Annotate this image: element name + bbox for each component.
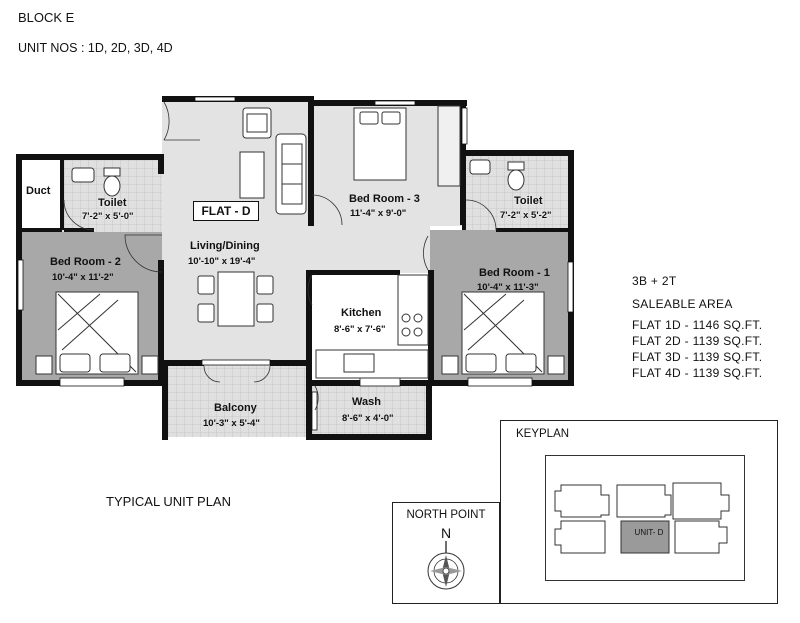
bedroom1-dim: 10'-4" x 11'-3" xyxy=(477,282,539,293)
bedroom3-furniture xyxy=(353,105,461,187)
configuration-text: 3B + 2T xyxy=(632,274,677,288)
kitchen-counters xyxy=(315,274,429,379)
area-flat-1d: FLAT 1D - 1146 SQ.FT. xyxy=(632,318,763,332)
keyplan-block-1 xyxy=(554,484,610,518)
keyplan-block-4 xyxy=(554,520,606,554)
bedroom1-label: Bed Room - 1 xyxy=(479,267,550,279)
duct-label: Duct xyxy=(26,185,51,197)
bedroom2-furniture xyxy=(35,291,159,375)
living-furniture xyxy=(197,107,307,327)
keyplan-block-6 xyxy=(674,520,728,554)
balcony-label: Balcony xyxy=(214,402,257,414)
duct-floor xyxy=(20,160,62,230)
balcony-dim: 10'-3" x 5'-4" xyxy=(203,418,260,429)
toilet-right-label: Toilet xyxy=(514,195,543,207)
toilet-left-dim: 7'-2" x 5'-0" xyxy=(82,211,134,222)
kitchen-label: Kitchen xyxy=(341,307,382,319)
keyplan-block-2 xyxy=(616,484,672,518)
kitchen-dim: 8'-6" x 7'-6" xyxy=(334,324,386,335)
living-dim: 10'-10" x 19'-4" xyxy=(188,256,256,267)
keyplan-unit-d-highlight xyxy=(620,520,670,554)
wash-label: Wash xyxy=(352,396,381,408)
compass-icon xyxy=(427,541,465,590)
plan-caption: TYPICAL UNIT PLAN xyxy=(106,494,231,509)
area-flat-3d: FLAT 3D - 1139 SQ.FT. xyxy=(632,350,763,364)
unit-numbers: UNIT NOS : 1D, 2D, 3D, 4D xyxy=(18,41,173,55)
wash-floor xyxy=(312,385,430,437)
balcony-door xyxy=(203,365,271,383)
hall-floor xyxy=(312,225,430,273)
area-flat-4d: FLAT 4D - 1139 SQ.FT. xyxy=(632,366,763,380)
living-label: Living/Dining xyxy=(190,240,260,252)
toilet-left-label: Toilet xyxy=(98,197,127,209)
wash-dim: 8'-6" x 4'-0" xyxy=(342,413,394,424)
north-point-panel: NORTH POINT N xyxy=(392,502,500,604)
keyplan-unit-label: UNIT- D xyxy=(634,528,664,537)
keyplan-block-3 xyxy=(672,482,730,520)
bedroom3-dim: 11'-4" x 9'-0" xyxy=(350,208,407,219)
bedroom2-dim: 10'-4" x 11'-2" xyxy=(52,272,114,283)
keyplan-frame xyxy=(545,455,745,581)
bedroom2-label: Bed Room - 2 xyxy=(50,256,121,268)
toilet-right-dim: 7'-2" x 5'-2" xyxy=(500,210,552,221)
toilet-fixtures xyxy=(71,159,525,197)
flat-label: FLAT - D xyxy=(193,201,259,221)
keyplan-panel: KEYPLAN UNIT- D xyxy=(500,420,778,604)
block-title: BLOCK E xyxy=(18,10,75,25)
door-swings xyxy=(63,101,497,411)
keyplan-drawing xyxy=(554,482,730,554)
north-point-title: NORTH POINT xyxy=(406,509,486,521)
windows xyxy=(17,96,574,431)
bedroom1-furniture xyxy=(441,291,565,375)
saleable-area-title: SALEABLE AREA xyxy=(632,297,733,311)
balcony-floor xyxy=(166,365,306,437)
north-letter: N xyxy=(440,525,452,541)
keyplan-title: KEYPLAN xyxy=(516,428,570,440)
area-flat-2d: FLAT 2D - 1139 SQ.FT. xyxy=(632,334,763,348)
bedroom3-label: Bed Room - 3 xyxy=(349,193,420,205)
